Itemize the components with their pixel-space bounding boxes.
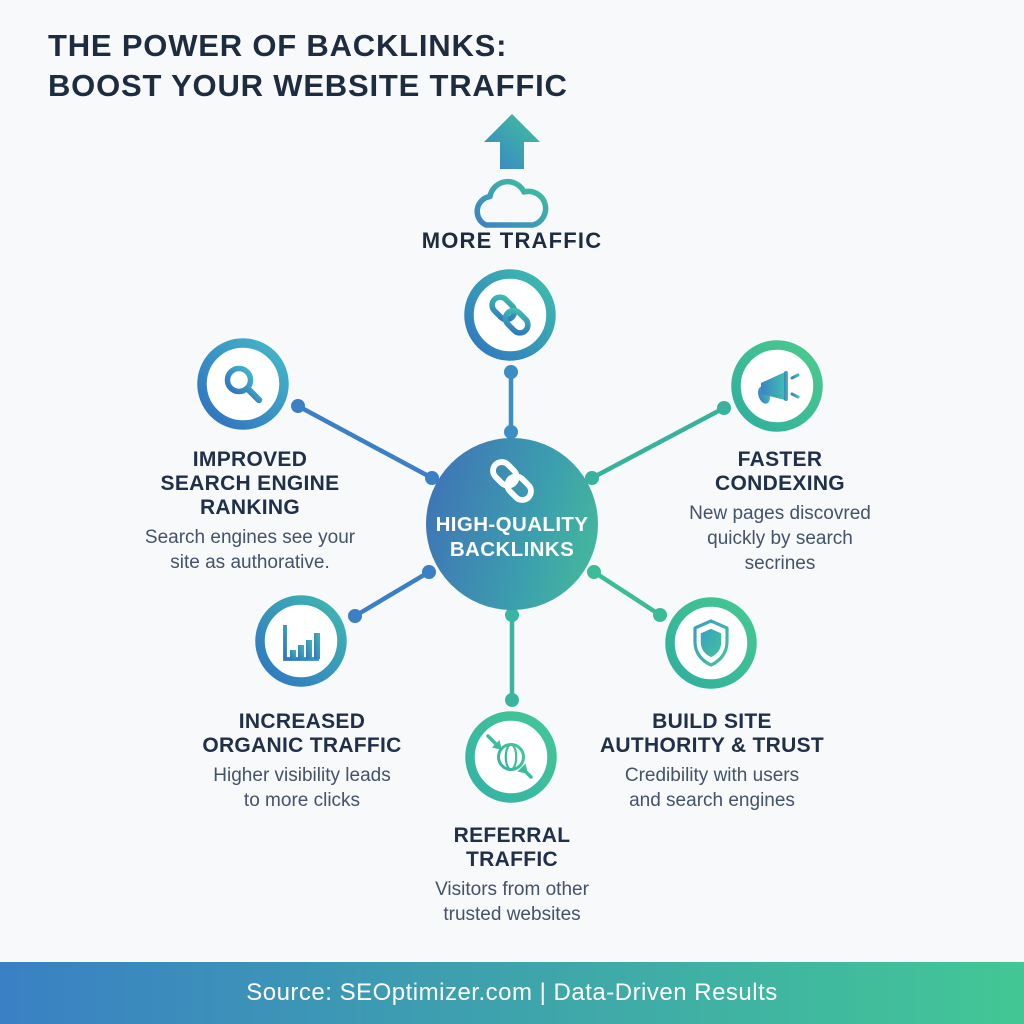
indexing-node	[731, 340, 823, 432]
title-line-2: BOOST YOUR WEBSITE TRAFFIC	[48, 68, 568, 103]
hub-high-quality-backlinks: HIGH-QUALITY BACKLINKS	[426, 438, 598, 610]
benefit-title: INCREASED ORGANIC TRAFFIC	[202, 710, 402, 757]
benefit-description: Higher visibility leads to more clicks	[213, 765, 391, 811]
footer-source-text: Source: SEOptimizer.com | Data-Driven Re…	[246, 979, 778, 1006]
arrow-up-cloud-icon	[474, 114, 549, 228]
referral-traffic-node	[465, 711, 557, 803]
benefit-title: BUILD SITE AUTHORITY & TRUST	[599, 710, 825, 757]
footer-bar: Source: SEOptimizer.com | Data-Driven Re…	[0, 962, 1024, 1024]
benefit-referral-traffic: REFERRAL TRAFFIC Visitors from other tru…	[362, 824, 662, 927]
shield-icon	[693, 619, 729, 667]
magnifier-icon	[224, 365, 263, 404]
benefit-description: Search engines see your site as authorat…	[144, 527, 356, 573]
benefit-description: Visitors from other trusted websites	[435, 879, 589, 925]
search-ranking-node	[197, 338, 289, 430]
benefit-title: IMPROVED SEARCH ENGINE RANKING	[160, 448, 340, 519]
benefit-faster-indexing: FASTER CONDEXING New pages discovred qui…	[630, 448, 930, 576]
benefit-title: REFERRAL TRAFFIC	[453, 824, 571, 871]
hub-label: HIGH-QUALITY BACKLINKS	[435, 513, 589, 561]
chain-link-icon	[489, 294, 531, 336]
benefit-description: Credibility with users and search engine…	[624, 765, 800, 811]
more-traffic-label: MORE TRAFFIC	[421, 228, 603, 253]
backlink-node	[464, 269, 556, 361]
chain-link-icon	[490, 459, 534, 503]
megaphone-icon	[758, 371, 802, 404]
title-line-1: THE POWER OF BACKLINKS:	[48, 28, 508, 63]
benefit-improved-ranking: IMPROVED SEARCH ENGINE RANKING Search en…	[100, 448, 400, 575]
organic-traffic-node	[255, 595, 347, 687]
authority-trust-node	[665, 597, 757, 689]
page-title: THE POWER OF BACKLINKS: BOOST YOUR WEBSI…	[48, 26, 568, 106]
benefit-organic-traffic: INCREASED ORGANIC TRAFFIC Higher visibil…	[152, 710, 452, 813]
benefit-title: FASTER CONDEXING	[715, 448, 845, 495]
connector-dots	[291, 365, 731, 707]
bar-chart-icon	[283, 625, 320, 661]
benefit-authority-trust: BUILD SITE AUTHORITY & TRUST Credibility…	[562, 710, 862, 813]
up-arrow-icon	[484, 114, 540, 169]
benefit-description: New pages discovred quickly by search se…	[689, 503, 871, 574]
cloud-icon	[474, 178, 549, 228]
globe-referral-icon	[486, 734, 533, 779]
